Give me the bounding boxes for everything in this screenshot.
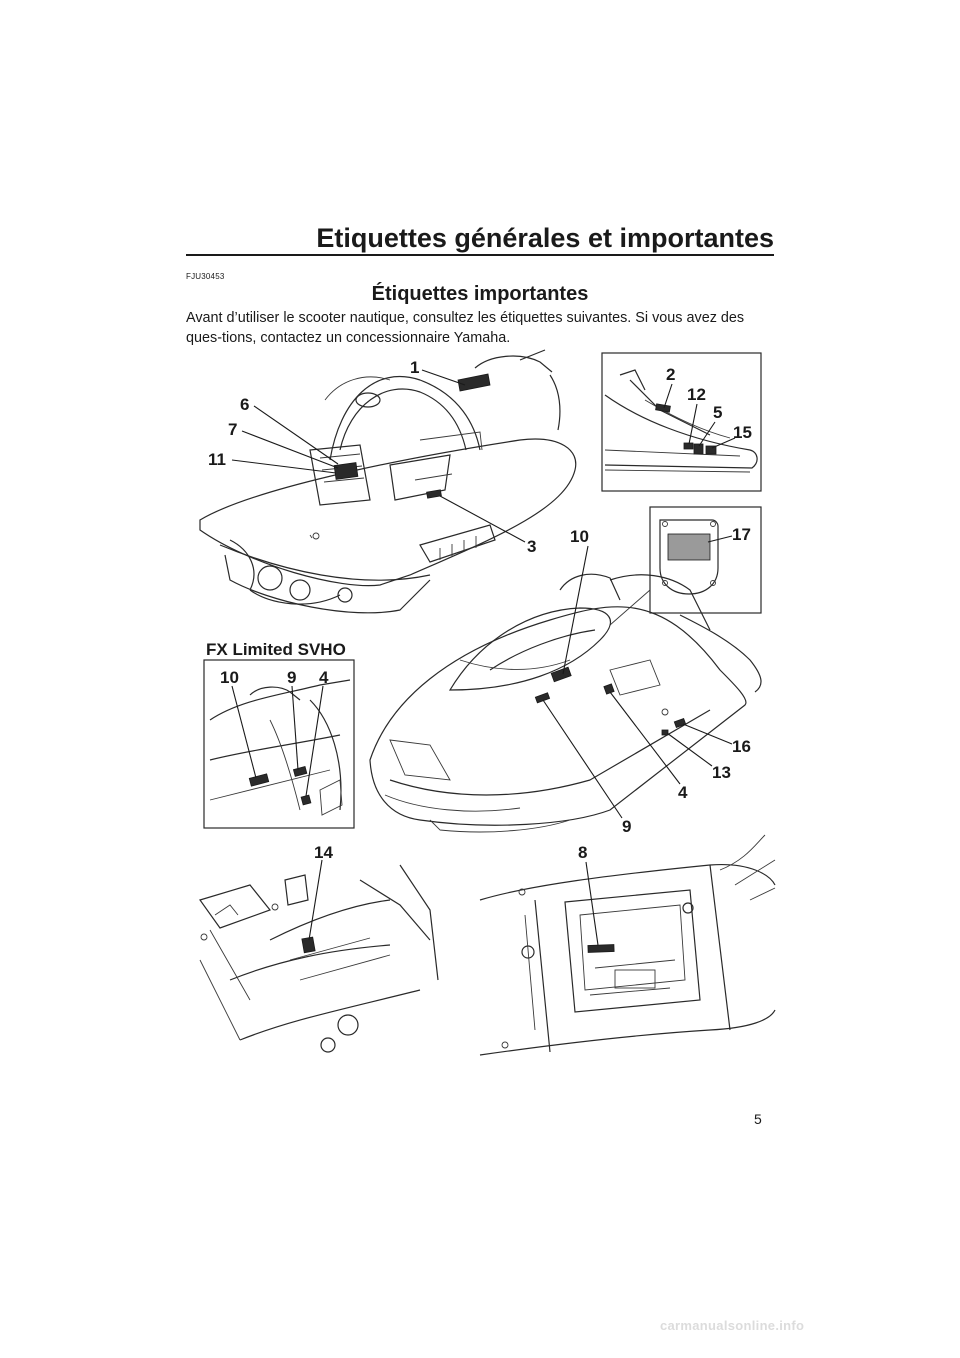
label-location-illustration: 1 6 7 11 3 2 12 5 15 17	[199, 349, 776, 1056]
inset-callout-4: 4	[319, 668, 329, 687]
label-17-inset	[649, 506, 762, 614]
side-detail-inset	[601, 352, 762, 492]
inset-title: FX Limited SVHO	[206, 640, 346, 659]
callout-14: 14	[314, 843, 333, 862]
callout-9: 9	[622, 817, 631, 836]
callout-12: 12	[687, 385, 706, 404]
side-detail-drawing	[604, 369, 758, 473]
inset-callout-10: 10	[220, 668, 239, 687]
section-code: FJU30453	[186, 272, 225, 281]
callout-6: 6	[240, 395, 249, 414]
callout-2: 2	[666, 365, 675, 384]
callout-1: 1	[410, 358, 419, 377]
front-view-drawing	[369, 573, 762, 833]
engine-compartment-drawing	[199, 864, 439, 1053]
page-header-title: Etiquettes générales et importantes	[316, 223, 774, 253]
inset-callout-9: 9	[287, 668, 296, 687]
callout-15: 15	[733, 423, 752, 442]
callout-16: 16	[732, 737, 751, 756]
callout-10: 10	[570, 527, 589, 546]
fx-limited-svho-inset	[203, 659, 355, 829]
intro-paragraph: Avant d’utiliser le scooter nautique, co…	[186, 310, 745, 346]
callout-7: 7	[228, 420, 237, 439]
callout-11: 11	[208, 450, 226, 469]
rear-view-drawing	[199, 349, 577, 614]
fx-inset-drawing	[209, 679, 351, 816]
callout-4: 4	[678, 783, 688, 802]
header-rule	[186, 254, 774, 256]
callout-17: 17	[732, 525, 751, 544]
callout-3: 3	[527, 537, 536, 556]
section-title: Étiquettes importantes	[371, 283, 589, 305]
callout-5: 5	[713, 403, 722, 422]
storage-compartment-drawing	[479, 834, 776, 1056]
callout-13: 13	[712, 763, 731, 782]
callout-8: 8	[578, 843, 587, 862]
page-number: 5	[754, 1111, 762, 1127]
footer-watermark: carmanualsonline.info	[660, 1318, 805, 1333]
